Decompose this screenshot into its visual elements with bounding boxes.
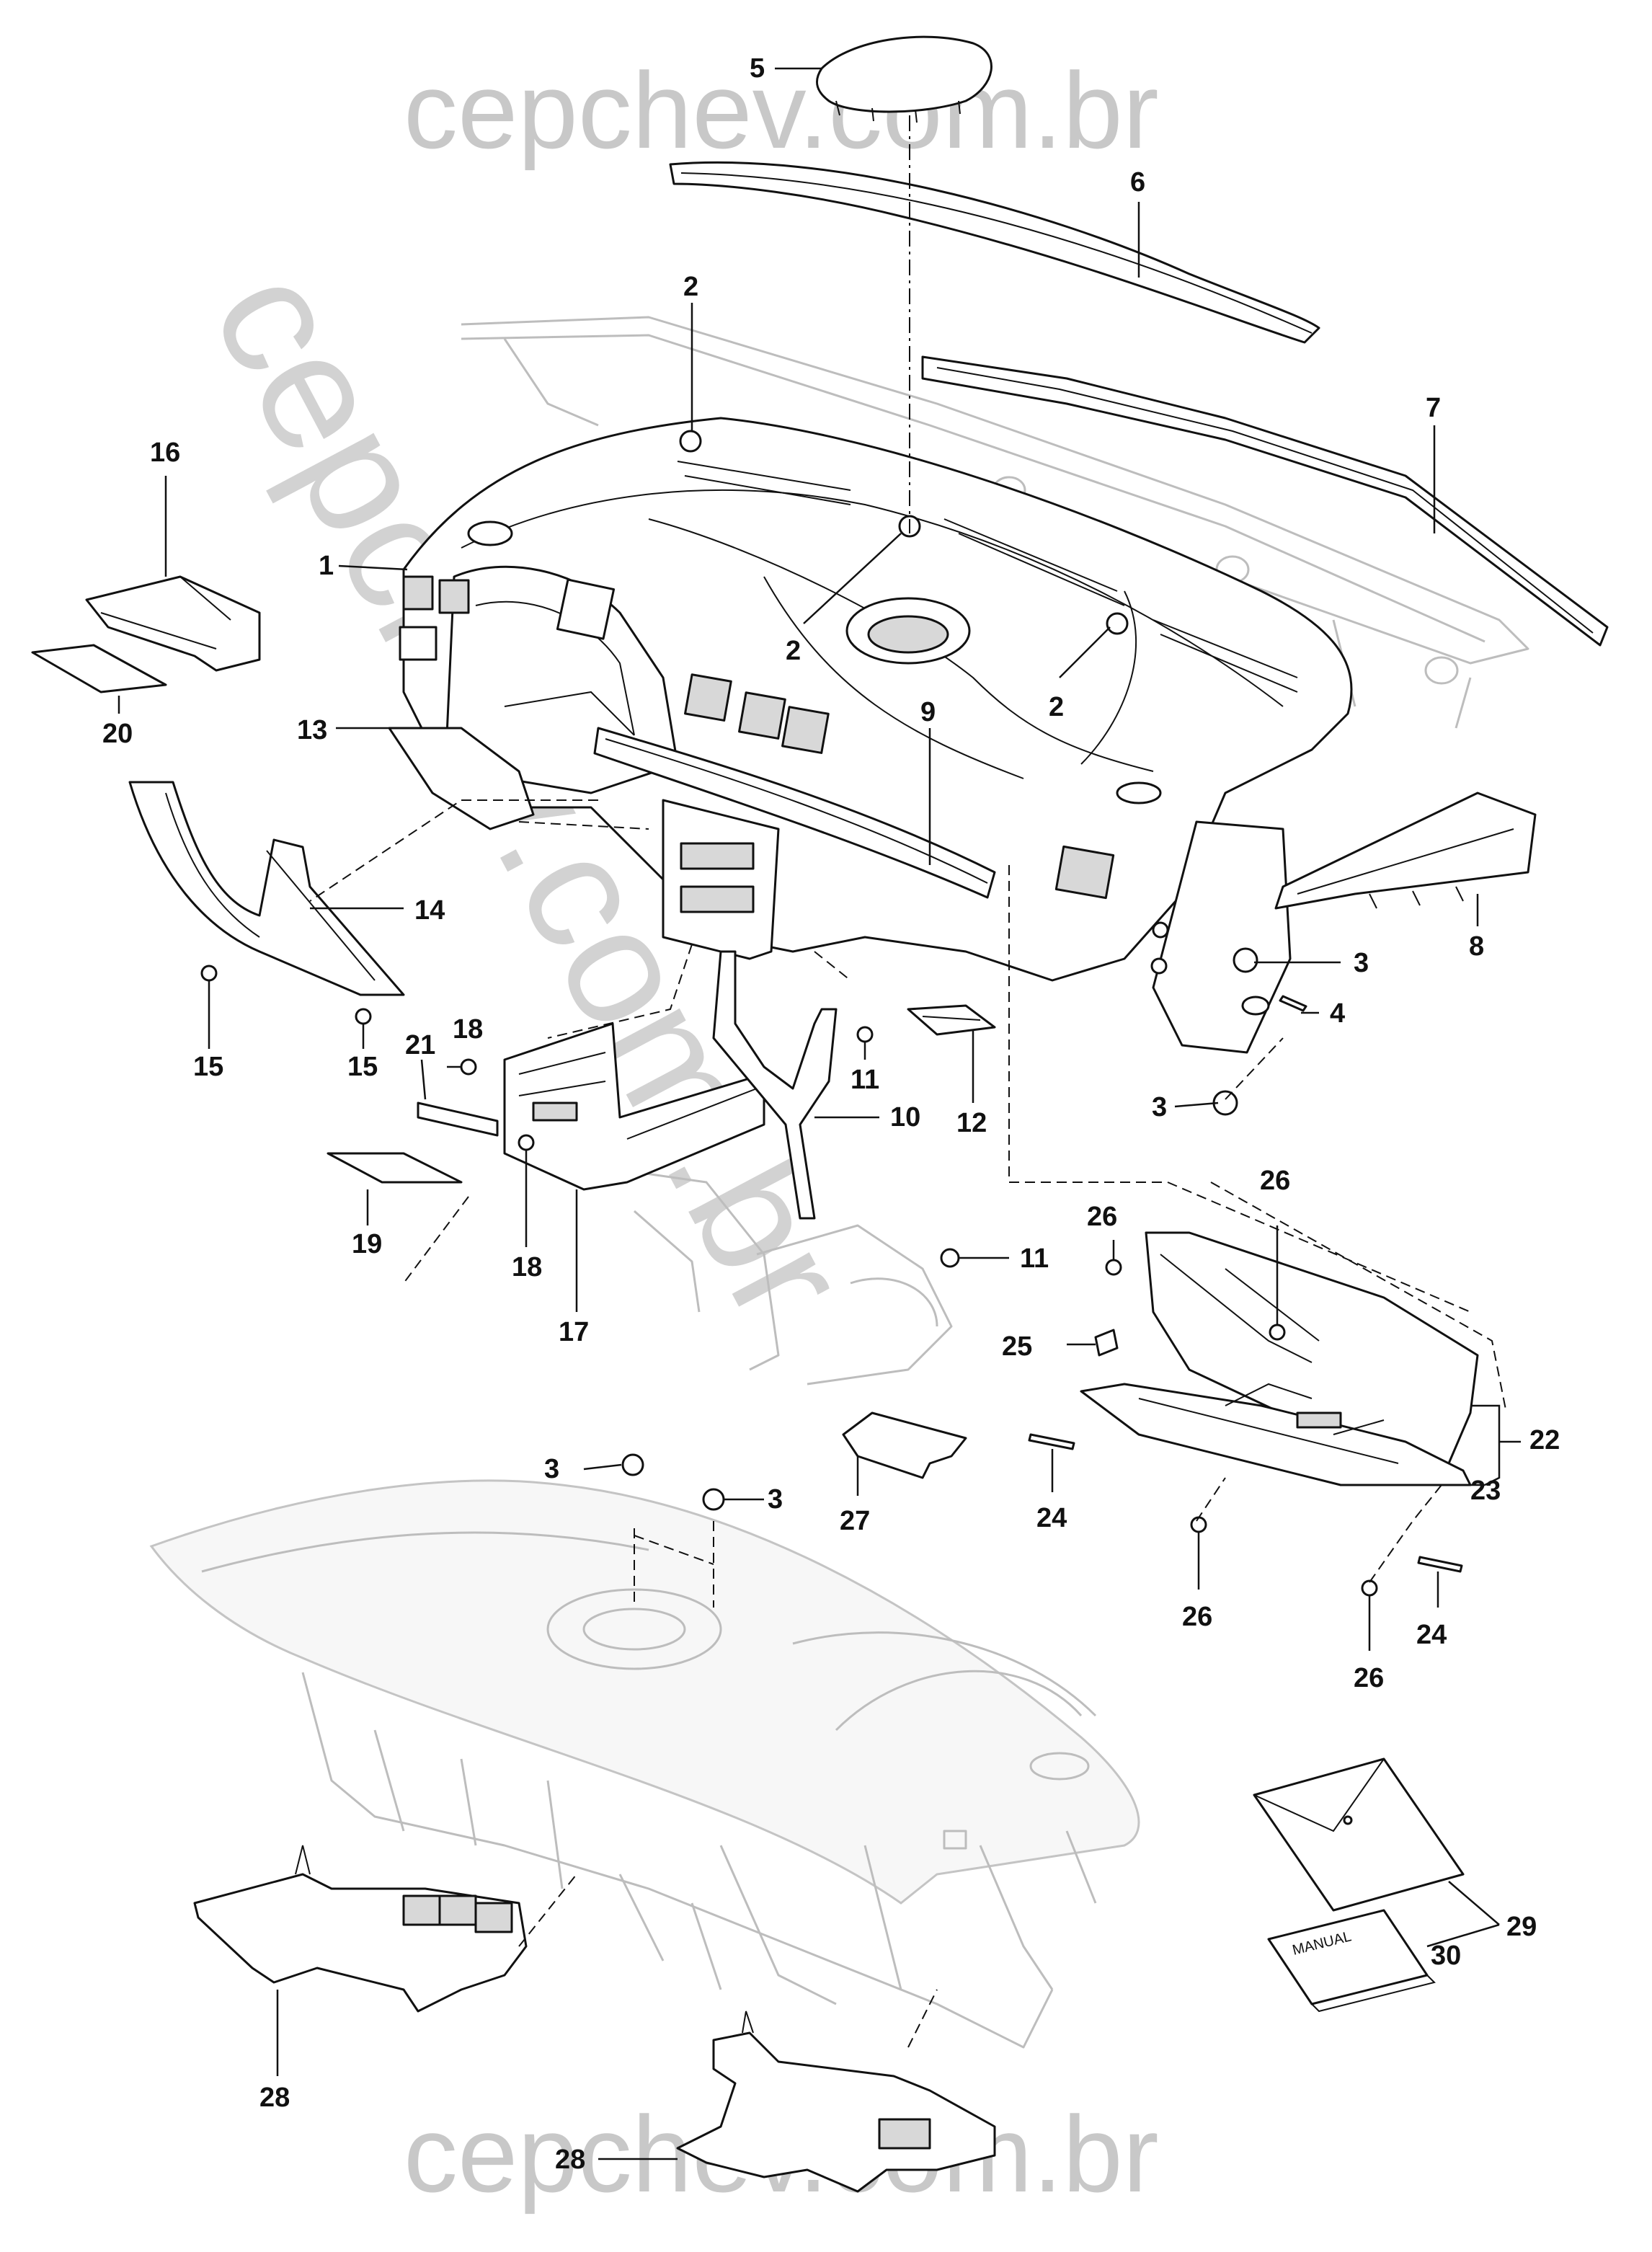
part-25-bumper — [1094, 1329, 1119, 1357]
ghost-dashboard-lower-assembly — [149, 1479, 1140, 2049]
part-8-right-side-panel — [1274, 792, 1537, 910]
callout-leader-lines — [117, 67, 1521, 2160]
callout-8: 8 — [1469, 931, 1484, 962]
assembly-reference-lines — [309, 115, 1507, 2048]
callout-3: 3 — [544, 1454, 559, 1484]
callout-27: 27 — [840, 1506, 870, 1536]
callout-4: 4 — [1330, 998, 1345, 1029]
callout-21: 21 — [405, 1030, 435, 1060]
callout-26: 26 — [1087, 1202, 1117, 1232]
callout-14: 14 — [414, 895, 445, 926]
callout-24: 24 — [1416, 1620, 1447, 1650]
callout-28: 28 — [555, 2145, 585, 2175]
callout-5: 5 — [750, 53, 765, 84]
callout-20: 20 — [102, 719, 133, 749]
callout-10: 10 — [890, 1102, 920, 1132]
callout-6: 6 — [1130, 167, 1145, 198]
part-24-pin-lower — [1417, 1556, 1463, 1573]
callout-11: 11 — [851, 1065, 879, 1095]
part-9-center-trim-bar — [593, 727, 996, 899]
part-6-top-trim-strip — [669, 161, 1320, 344]
callout-2: 2 — [683, 272, 698, 302]
part-23-glove-box-door — [1080, 1383, 1472, 1486]
callout-12: 12 — [956, 1108, 987, 1138]
ghost-center-bracket-reference — [605, 1166, 953, 1386]
callout-11: 11 — [1020, 1244, 1049, 1274]
part-24-pin-upper — [1028, 1433, 1075, 1450]
part-29-owner-manual-folder — [1253, 1757, 1465, 1912]
part-16-left-storage-bin — [85, 575, 261, 672]
callout-24: 24 — [1036, 1503, 1067, 1533]
part-5-speaker-cover — [815, 35, 992, 123]
part-7-defroster-strip — [921, 355, 1609, 647]
callout-1: 1 — [319, 551, 334, 581]
callout-3: 3 — [768, 1484, 783, 1515]
callout-25: 25 — [1002, 1331, 1032, 1362]
part-13-left-lower-trim — [388, 727, 535, 830]
callout-28: 28 — [259, 2083, 290, 2113]
part-10-mounting-bracket — [712, 950, 838, 1220]
callout-26: 26 — [1260, 1166, 1290, 1196]
callout-18: 18 — [453, 1014, 483, 1045]
part-30-manual-booklet: MANUAL — [1267, 1909, 1436, 2013]
part-21-small-trim-clip — [417, 1101, 499, 1137]
watermark-top: cepchev.com.br — [404, 50, 1159, 171]
callout-26: 26 — [1354, 1663, 1384, 1693]
callout-15: 15 — [193, 1052, 223, 1082]
callout-17: 17 — [559, 1317, 589, 1347]
callout-7: 7 — [1426, 393, 1441, 423]
callout-18: 18 — [512, 1252, 542, 1282]
part-28-left-mounting-plate — [193, 1845, 528, 2013]
part-27-latch-clip — [842, 1411, 967, 1479]
callout-3: 3 — [1152, 1092, 1167, 1122]
callout-9: 9 — [920, 697, 936, 727]
part-14-left-knee-bolster — [128, 781, 405, 996]
callout-2: 2 — [1049, 692, 1064, 722]
callout-19: 19 — [352, 1229, 382, 1259]
callout-22: 22 — [1529, 1425, 1560, 1455]
callout-3: 3 — [1354, 948, 1369, 978]
part-28-center-mounting-plate — [676, 2011, 996, 2193]
callout-23: 23 — [1470, 1476, 1501, 1506]
callout-15: 15 — [347, 1052, 378, 1082]
part-12-clip — [907, 1004, 996, 1036]
part-17-center-bracket-housing — [503, 1022, 765, 1191]
dashboard-main-panel — [399, 417, 1353, 1054]
callout-29: 29 — [1506, 1912, 1537, 1942]
part-19-storage-mat — [327, 1152, 463, 1184]
callout-2: 2 — [786, 636, 801, 666]
fastener-screws — [200, 430, 1378, 1597]
callout-26: 26 — [1182, 1602, 1212, 1632]
callout-30: 30 — [1431, 1941, 1461, 1971]
callout-numbers: 5 6 7 2 2 2 1 9 8 3 4 3 13 14 16 20 15 1… — [102, 53, 1560, 2175]
callout-13: 13 — [297, 715, 327, 745]
callout-16: 16 — [150, 438, 180, 468]
part-20-left-mat — [31, 644, 167, 693]
